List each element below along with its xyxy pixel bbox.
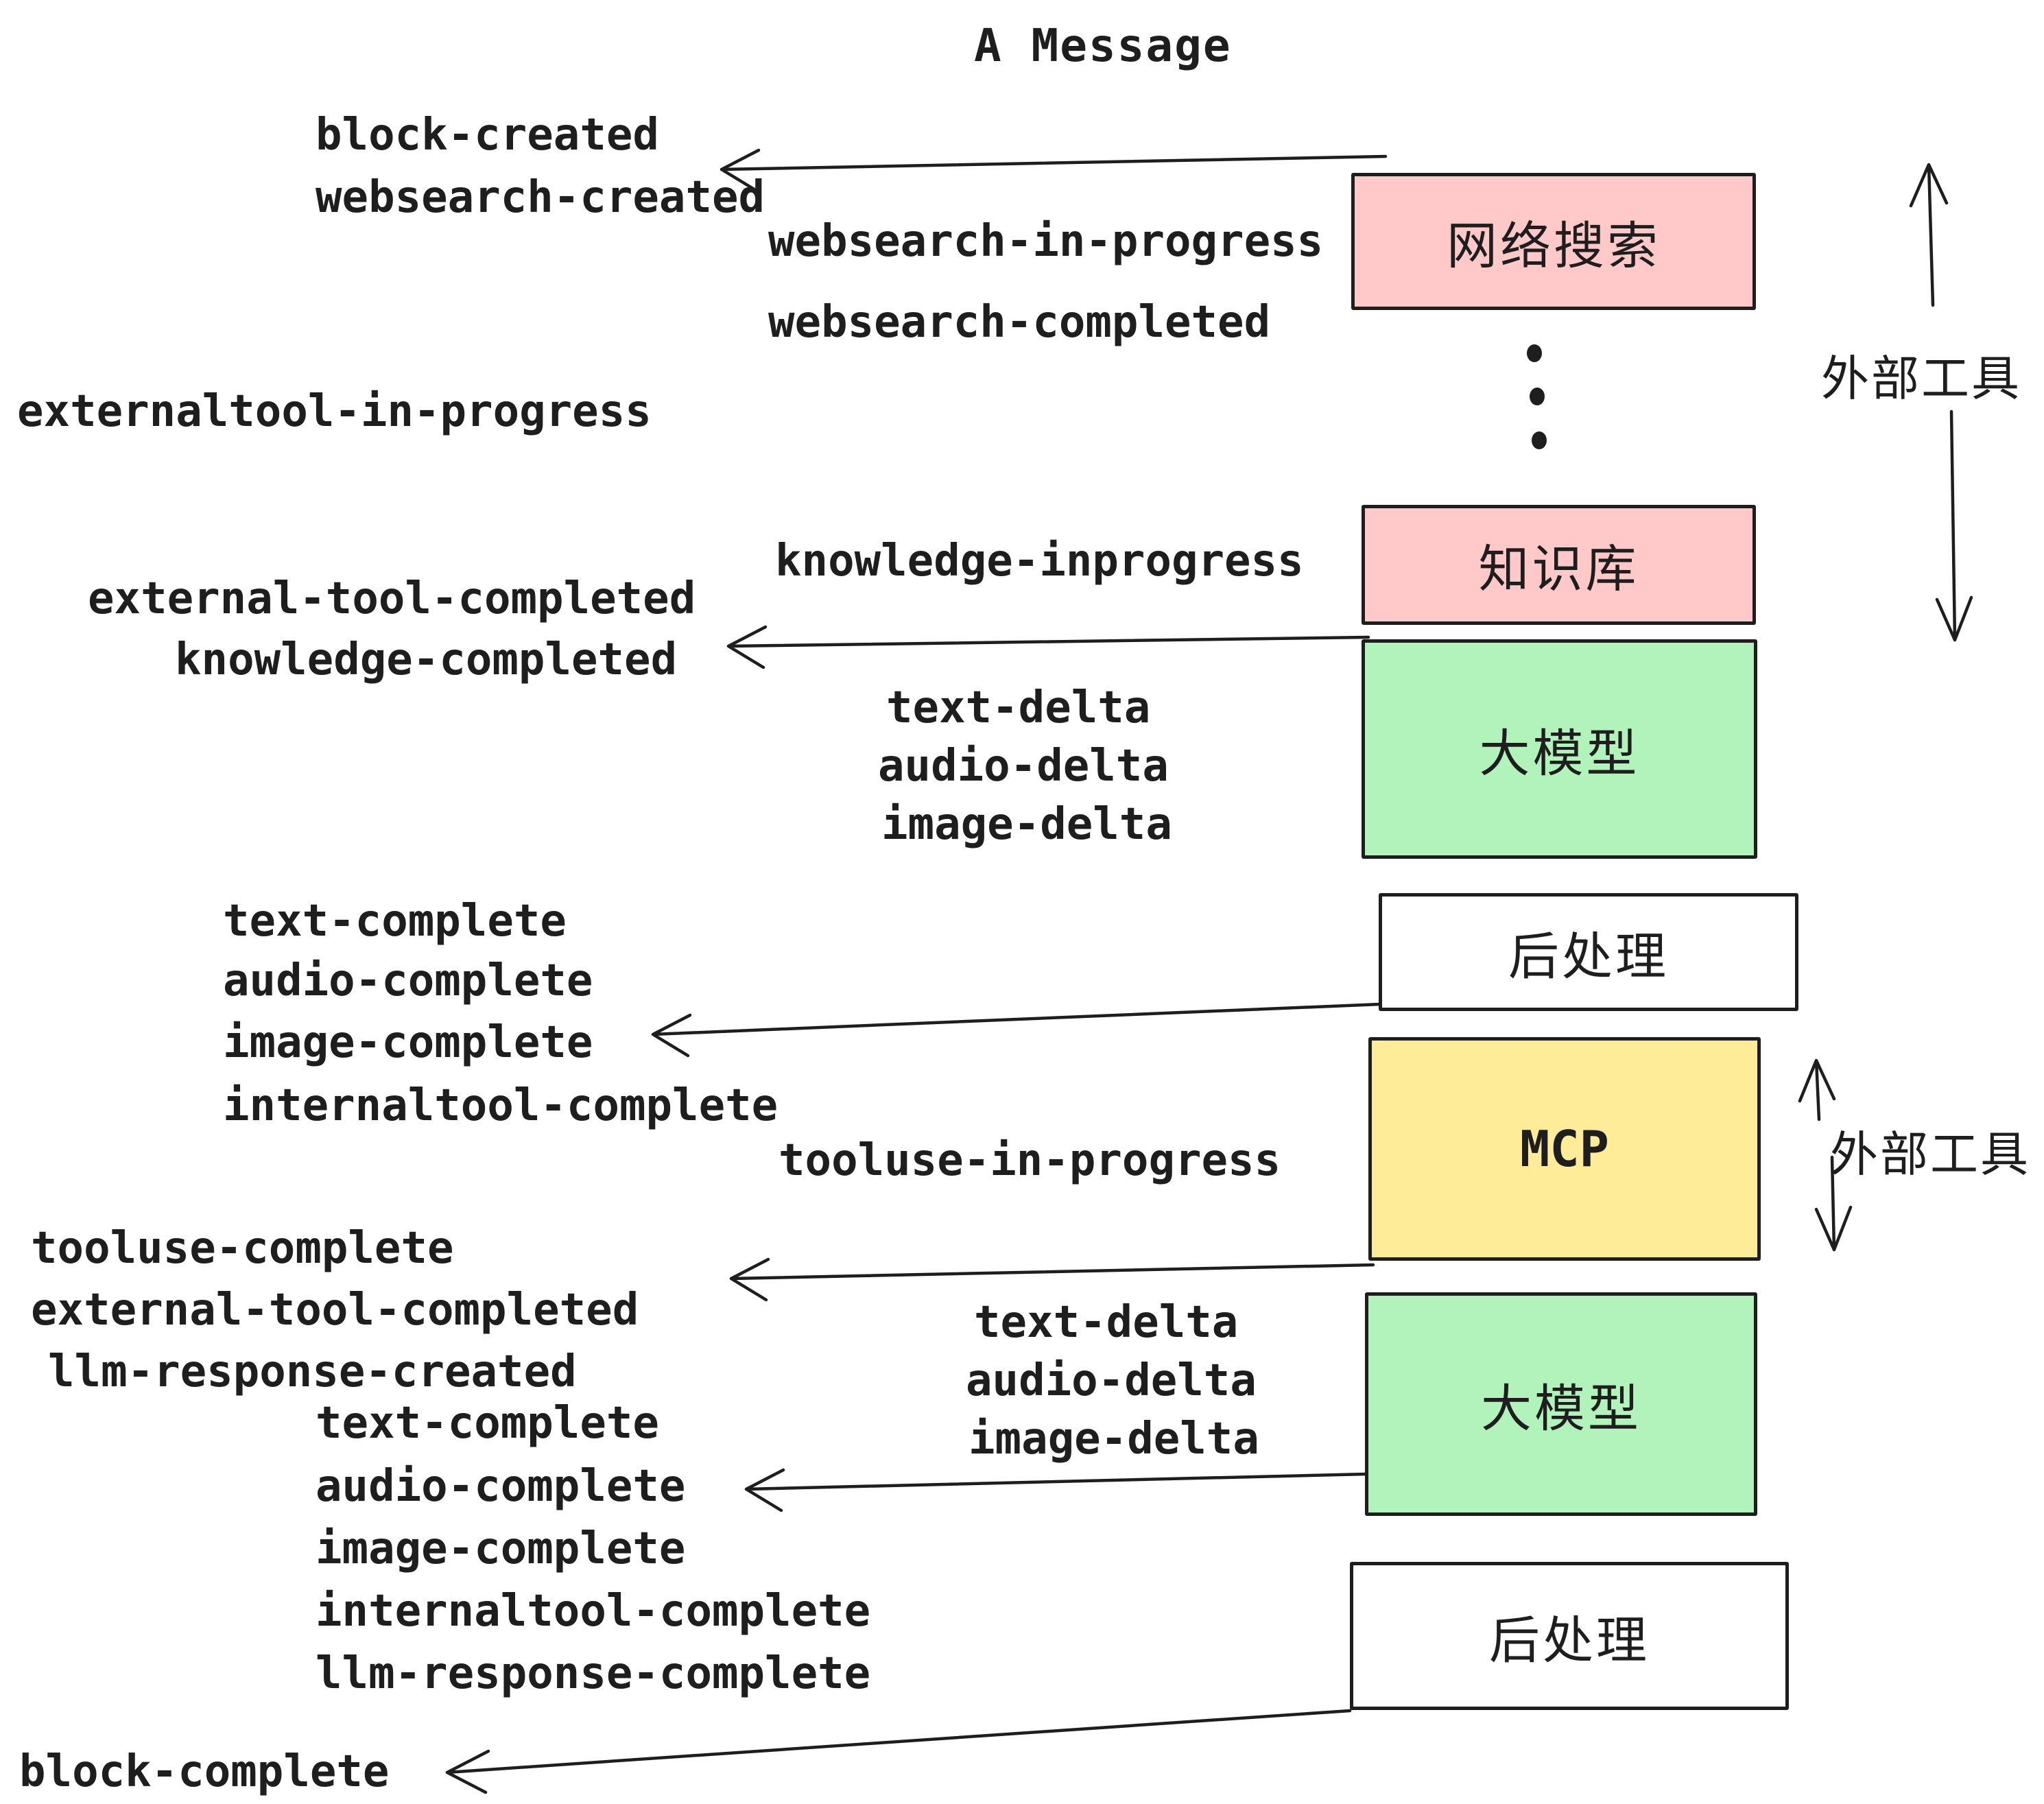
event-internaltool-complete-2: internaltool-complete — [316, 1586, 871, 1637]
external-tools-label-2: 外部工具 — [1830, 1126, 2030, 1183]
box-knowledge: 知识库 — [1362, 505, 1756, 625]
arrow-block-complete — [445, 1709, 1352, 1794]
box-knowledge-label: 知识库 — [1478, 540, 1639, 599]
external-tools-arrow-up-1 — [1909, 163, 1949, 307]
event-audio-delta-1: audio-delta — [878, 741, 1169, 792]
event-websearch-completed: websearch-completed — [768, 297, 1271, 348]
event-external-tool-completed: external-tool-completed — [88, 573, 696, 624]
event-websearch-created: websearch-created — [316, 172, 765, 223]
event-knowledge-inprogress: knowledge-inprogress — [775, 536, 1304, 586]
arrow-image-complete — [651, 1002, 1382, 1058]
event-text-complete-2: text-complete — [316, 1398, 659, 1449]
ellipsis-dot-3 — [1532, 431, 1547, 449]
box-llm-2-label: 大模型 — [1481, 1379, 1641, 1438]
event-text-complete-1: text-complete — [223, 896, 567, 947]
event-image-delta-2: image-delta — [968, 1414, 1259, 1464]
box-postprocess-2: 后处理 — [1350, 1562, 1789, 1710]
arrow-llm-complete — [744, 1468, 1368, 1512]
event-image-complete-2: image-complete — [316, 1523, 686, 1574]
event-text-delta-1: text-delta — [886, 683, 1151, 733]
arrow-knowledge-completed — [726, 625, 1370, 669]
diagram-title: A Message — [974, 19, 1232, 72]
ellipsis-dot-2 — [1530, 388, 1545, 405]
external-tools-arrow-down-1 — [1935, 410, 1973, 642]
box-llm-1-label: 大模型 — [1479, 724, 1640, 783]
box-llm-2: 大模型 — [1365, 1292, 1757, 1516]
event-llm-response-complete: llm-response-complete — [316, 1648, 871, 1699]
event-image-complete-1: image-complete — [223, 1017, 593, 1068]
event-internaltool-complete-1: internaltool-complete — [223, 1080, 779, 1131]
box-postprocess-1: 后处理 — [1379, 893, 1798, 1011]
event-tooluse-in-progress: tooluse-in-progress — [779, 1135, 1281, 1186]
event-block-complete: block-complete — [19, 1746, 390, 1797]
event-llm-response-created: llm-response-created — [48, 1346, 577, 1397]
external-tools-label-1: 外部工具 — [1821, 351, 2021, 407]
box-websearch-label: 网络搜索 — [1447, 216, 1661, 276]
box-mcp-label: MCP — [1519, 1120, 1610, 1178]
external-tools-arrow-up-2 — [1798, 1058, 1836, 1121]
event-image-delta-1: image-delta — [881, 799, 1172, 850]
box-llm-1: 大模型 — [1362, 639, 1757, 859]
event-block-created: block-created — [316, 110, 659, 161]
arrow-tooluse-complete — [729, 1257, 1375, 1302]
arrow-block-created — [720, 148, 1388, 193]
event-audio-complete-1: audio-complete — [223, 956, 593, 1006]
box-postprocess-1-label: 后处理 — [1508, 927, 1669, 986]
event-knowledge-completed: knowledge-completed — [175, 634, 678, 685]
box-websearch: 网络搜索 — [1351, 173, 1756, 310]
event-text-delta-2: text-delta — [974, 1297, 1239, 1348]
ellipsis-dot-1 — [1527, 344, 1542, 362]
event-tooluse-complete: tooluse-complete — [31, 1223, 454, 1274]
event-websearch-in-progress: websearch-in-progress — [768, 216, 1324, 267]
event-audio-complete-2: audio-complete — [316, 1461, 686, 1512]
event-audio-delta-2: audio-delta — [966, 1355, 1257, 1406]
box-mcp: MCP — [1368, 1037, 1761, 1261]
event-external-tool-completed-2: external-tool-completed — [31, 1285, 639, 1336]
event-externaltool-in-progress: externaltool-in-progress — [17, 386, 652, 437]
box-postprocess-2-label: 后处理 — [1489, 1611, 1650, 1670]
